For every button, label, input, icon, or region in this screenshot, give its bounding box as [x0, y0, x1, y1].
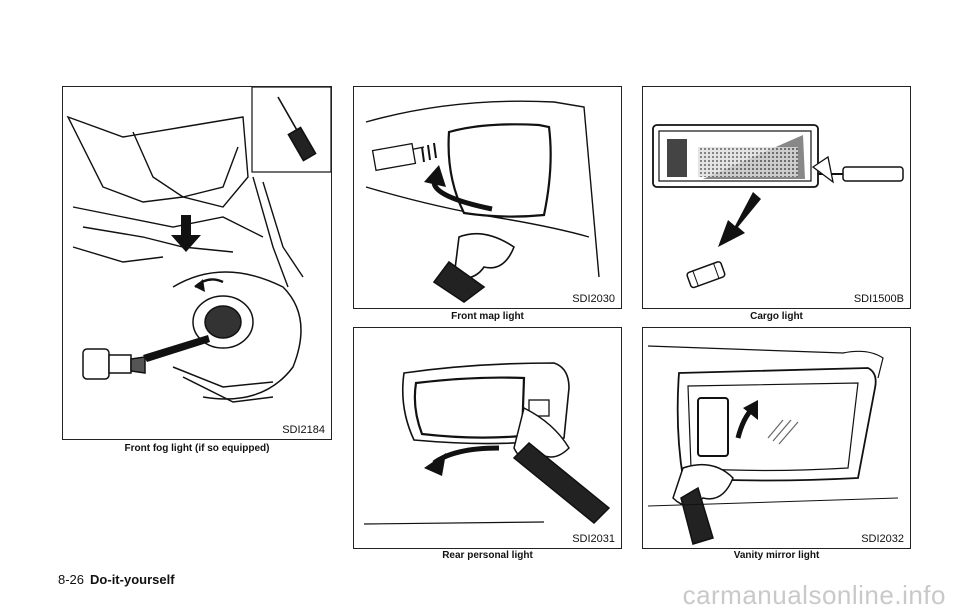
cargo-light-illustration	[652, 124, 904, 289]
watermark: carmanualsonline.info	[682, 580, 946, 610]
page-footer: 8-26 Do-it-yourself	[58, 572, 175, 587]
figure-caption: Vanity mirror light	[733, 550, 820, 561]
figure-code: SDI2184	[282, 424, 325, 436]
figure-caption: Rear personal light	[442, 550, 533, 561]
figure-code: SDI1500B	[853, 293, 904, 305]
figure-caption: Cargo light	[750, 311, 803, 322]
figure-code: SDI2030	[572, 293, 615, 305]
figure-rear-personal-light: SDI2031	[353, 327, 622, 549]
figure-caption: Front fog light (if so equipped)	[124, 443, 270, 454]
vanity-mirror-light-illustration	[647, 345, 899, 545]
map-light-illustration	[365, 100, 600, 303]
section-title: Do-it-yourself	[90, 572, 175, 587]
fog-light-illustration	[66, 87, 331, 403]
figure-code: SDI2031	[572, 533, 615, 545]
figure-code: SDI2032	[861, 533, 904, 545]
page-number: 8-26	[58, 572, 85, 587]
figure-front-fog-light: SDI2184	[62, 86, 332, 440]
rear-personal-light-illustration	[363, 362, 611, 525]
figure-vanity-mirror-light: SDI2032	[642, 327, 911, 549]
figure-front-map-light: SDI2030	[353, 86, 622, 309]
figure-cargo-light: SDI1500B	[642, 86, 911, 309]
figure-caption: Front map light	[451, 311, 524, 322]
